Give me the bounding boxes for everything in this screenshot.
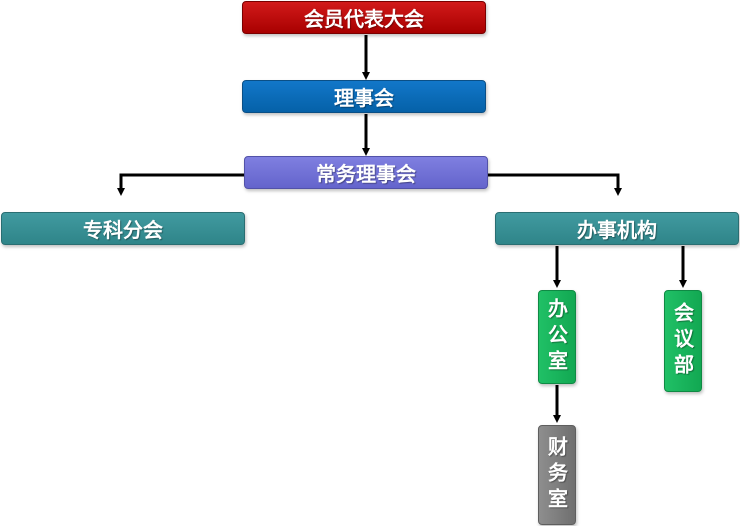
arrow-standing-to-admin [488,173,622,196]
node-special-committees: 专科分会 [1,212,245,245]
node-label: 常务理事会 [316,162,416,186]
node-label: 理事会 [334,86,394,110]
node-label: 办事机构 [577,218,657,242]
node-label: 专科分会 [83,218,163,242]
node-members-congress: 会员代表大会 [242,1,486,34]
node-council: 理事会 [242,80,486,113]
node-administrative-bodies: 办事机构 [495,212,739,245]
node-standing-council: 常务理事会 [244,156,488,189]
node-label: 会议部 [670,302,695,380]
node-meeting-department: 会议部 [664,290,702,392]
node-office: 办公室 [538,290,576,384]
node-finance-office: 财务室 [538,425,576,525]
node-label: 财务室 [544,436,569,514]
node-label: 办公室 [544,298,569,376]
node-label: 会员代表大会 [304,7,424,31]
arrow-standing-to-special [117,173,244,196]
